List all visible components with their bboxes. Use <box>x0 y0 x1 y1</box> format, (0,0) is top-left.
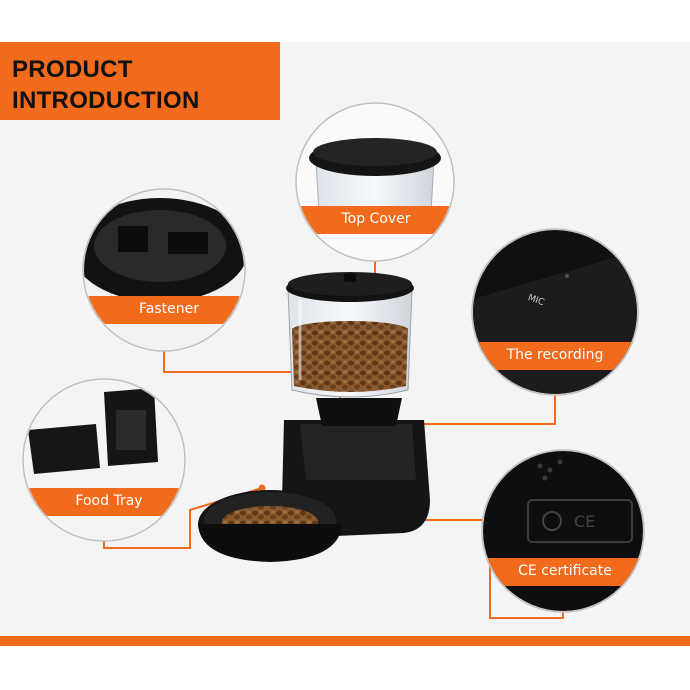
callout-the-recording <box>471 228 639 396</box>
callout-top-cover <box>295 102 455 262</box>
pet-feeder <box>198 272 430 562</box>
svg-text:CE: CE <box>574 512 595 531</box>
callout-ce-certificate: CE <box>481 449 645 613</box>
bottom-accent-bar <box>0 636 690 646</box>
label-the-recording: The recording <box>506 347 604 363</box>
label-top-cover: Top Cover <box>341 211 411 227</box>
banner-line-2: INTRODUCTION <box>12 87 200 114</box>
label-fastener: Fastener <box>139 301 199 317</box>
label-ce-certificate: CE certificate <box>518 563 612 579</box>
banner-line-1: PRODUCT <box>12 56 133 83</box>
callout-food-tray <box>22 378 186 542</box>
callout-fastener <box>82 188 246 352</box>
label-food-tray: Food Tray <box>75 493 143 509</box>
product-introduction-banner: PRODUCT INTRODUCTION <box>0 42 280 120</box>
